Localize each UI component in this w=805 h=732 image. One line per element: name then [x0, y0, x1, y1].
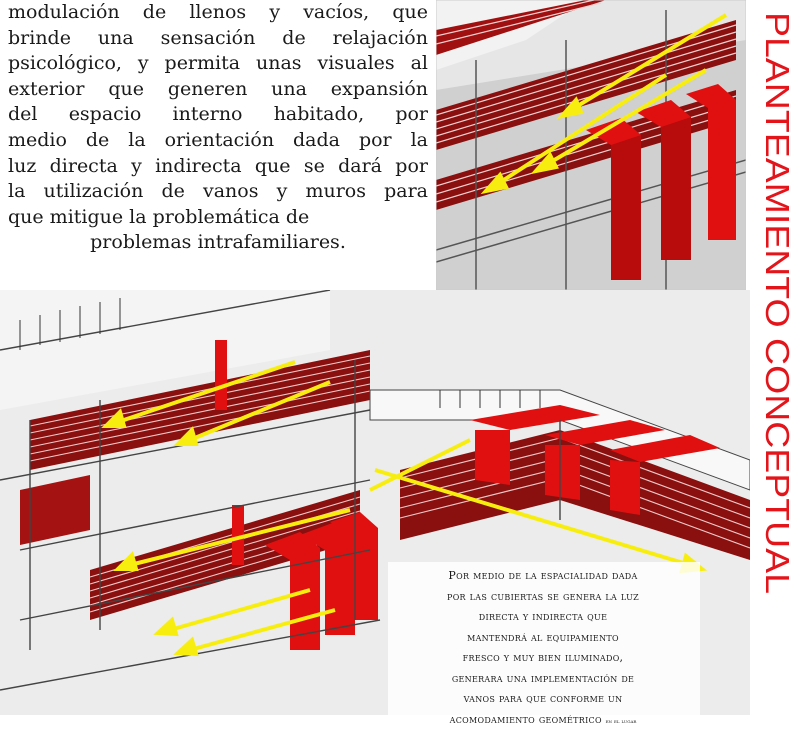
caption-line: fresco y muy bien iluminado,	[388, 648, 698, 669]
vertical-title: PLANTEAMIENTO CONCEPTUAL	[752, 8, 798, 598]
top-architectural-render	[436, 0, 746, 290]
intro-line: problemas intrafamiliares.	[8, 230, 428, 256]
intro-line: luz directa y indirecta que se dará por	[8, 154, 428, 180]
render-caption: Por medio de la espacialidad dada por la…	[388, 566, 698, 732]
vertical-title-text: PLANTEAMIENTO CONCEPTUAL	[759, 12, 796, 594]
caption-line: generara una implementación de	[388, 669, 698, 690]
intro-line: del espacio interno habitado, por	[8, 102, 428, 128]
caption-line: mantendrá al equipamiento	[388, 628, 698, 649]
intro-line: exterior que generen una expansión	[8, 77, 428, 103]
caption-tail: en el lugar	[606, 718, 637, 725]
caption-line: acomodamiento geométrico en el lugar	[388, 710, 698, 732]
intro-line: la utilización de vanos y muros para	[8, 179, 428, 205]
intro-line: modulación de llenos y vacíos, que	[8, 0, 428, 26]
caption-line: vanos para que conforme un	[388, 689, 698, 710]
intro-line: brinde una sensación de relajación	[8, 26, 428, 52]
intro-paragraph: modulación de llenos y vacíos, que brind…	[8, 0, 428, 256]
caption-line: directa y indirecta que	[388, 607, 698, 628]
caption-line: por las cubiertas se genera la luz	[388, 587, 698, 608]
caption-line-text: acomodamiento geométrico	[450, 713, 602, 726]
caption-line: Por medio de la espacialidad dada	[388, 566, 698, 587]
intro-line: medio de la orientación dada por la	[8, 128, 428, 154]
intro-line: que mitigue la problemática de	[8, 205, 428, 231]
intro-line: psicológico, y permita unas visuales al	[8, 51, 428, 77]
